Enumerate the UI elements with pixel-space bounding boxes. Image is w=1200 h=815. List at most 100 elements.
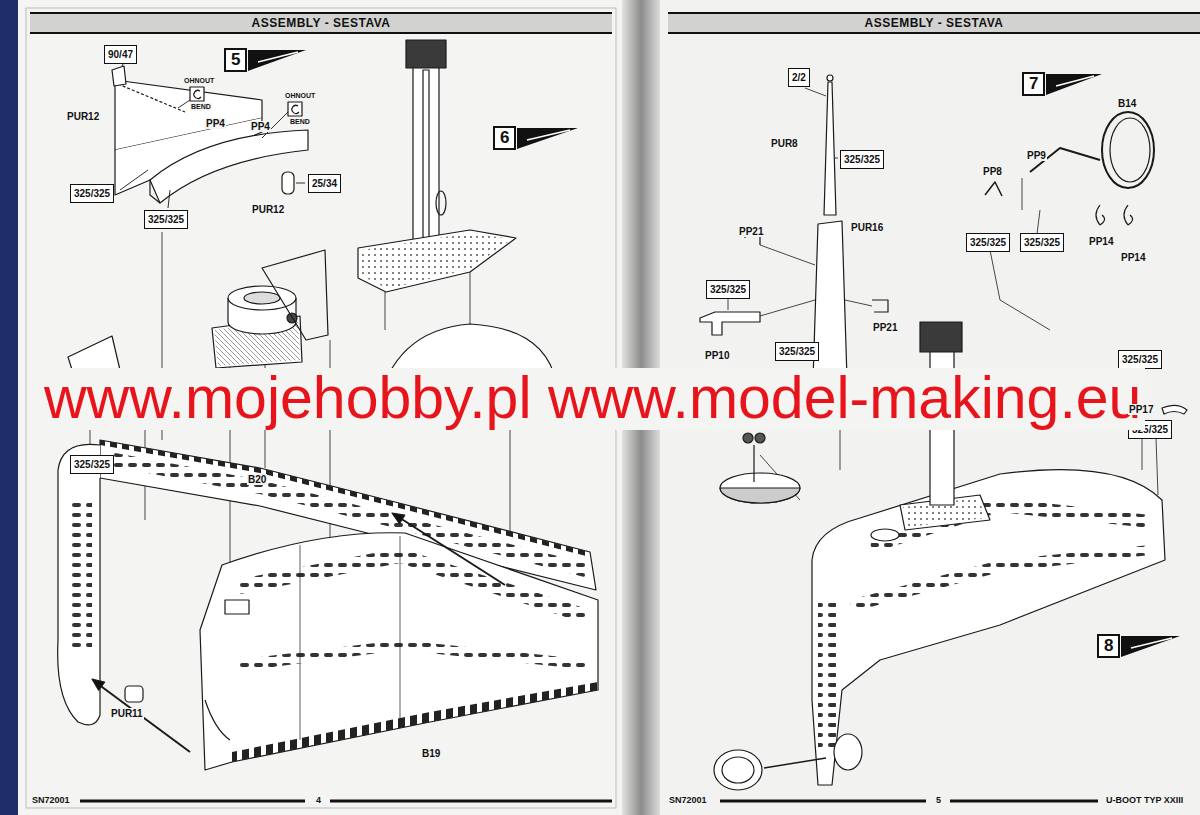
part-label: PP8 <box>982 166 1003 177</box>
hook-part <box>1124 205 1133 225</box>
nose-line <box>205 700 230 740</box>
flag-stripe <box>527 130 570 140</box>
antenna-tip <box>827 75 833 81</box>
hole-row <box>235 640 590 672</box>
arrow-head <box>92 679 105 690</box>
scale-box: 90/47 <box>104 45 137 64</box>
platform <box>720 473 800 503</box>
footer-text: 5 <box>935 796 942 805</box>
leader-line <box>805 88 826 96</box>
ring-part <box>1102 112 1154 188</box>
part-label: PUR8 <box>770 138 799 149</box>
node-text: 325/325 <box>970 237 1006 248</box>
small-part <box>112 66 126 86</box>
leader-line <box>1022 178 1023 210</box>
scale-box: 325/325 <box>144 210 188 229</box>
node-text: 325/325 <box>779 346 815 357</box>
wedge-part <box>150 130 308 203</box>
footer-rule <box>330 800 612 803</box>
step-number: 8 <box>1097 634 1120 658</box>
node-text: 325/325 <box>74 459 110 470</box>
scale-box: 325/325 <box>966 233 1010 252</box>
panel-lines <box>300 536 400 740</box>
node-text: 325/325 <box>710 284 746 295</box>
right-illustration <box>700 75 1187 790</box>
hole-row <box>235 548 590 625</box>
node-text: 325/325 <box>844 154 880 165</box>
bracket-part <box>700 312 760 335</box>
node-text: 90/47 <box>108 49 133 60</box>
staple-part <box>872 300 888 312</box>
scale-box: 325/325 <box>1020 233 1064 252</box>
periscope-head <box>920 322 962 352</box>
hatch <box>871 529 899 541</box>
bend-icon <box>288 102 302 116</box>
bend-note: OHNOUT <box>284 92 316 100</box>
part-label: PP10 <box>704 350 730 361</box>
footer-rule <box>80 800 305 803</box>
step-number: 6 <box>493 126 516 150</box>
part-label: PUR12 <box>66 111 100 122</box>
part-label: PUR16 <box>850 222 884 233</box>
watermark: www.mojehobby.pl www.model-making.eu <box>40 368 1145 430</box>
leader-line <box>990 250 1050 330</box>
platform-shade <box>720 488 800 503</box>
leader-line <box>168 190 170 208</box>
part-label: PP9 <box>1026 150 1047 161</box>
fold-line <box>118 84 185 112</box>
header-band: ASSEMBLY - SESTAVA <box>30 12 612 34</box>
flat-plate <box>262 250 328 340</box>
scale-box: 325/325 <box>70 184 114 203</box>
scale-box: 25/34 <box>308 174 341 193</box>
background-strip <box>0 0 18 815</box>
header-band: ASSEMBLY - SESTAVA <box>668 12 1200 34</box>
periscope-mast <box>413 55 439 250</box>
footer-rule <box>950 800 1098 803</box>
binocular <box>743 433 753 443</box>
part-label: B19 <box>421 748 441 759</box>
part-label: B20 <box>247 474 267 485</box>
scale-box: 325/325 <box>706 280 750 299</box>
node-text: 325/325 <box>1024 237 1060 248</box>
guide-line <box>470 272 471 325</box>
scale-box: 2/2 <box>788 68 810 87</box>
porthole-part <box>714 750 762 790</box>
front-wall <box>200 533 598 770</box>
part-label: PUR11 <box>110 708 144 719</box>
hatch-cover <box>244 292 280 304</box>
part-label: PP4 <box>250 121 271 132</box>
step-number: 5 <box>224 48 247 72</box>
hook-part <box>1096 205 1105 225</box>
flag-stripe <box>1131 638 1172 648</box>
arrow-head <box>392 513 405 524</box>
leader-line <box>760 300 815 316</box>
node-text: 8 <box>1104 636 1113 656</box>
small-part <box>1162 405 1187 414</box>
node-text: 325/325 <box>148 214 184 225</box>
hatch-panel <box>225 600 249 614</box>
bend-icon <box>190 87 204 101</box>
part-label: PP14 <box>1088 236 1114 247</box>
node-text: 6 <box>500 128 509 148</box>
node-text: 325/325 <box>1122 354 1158 365</box>
small-part <box>985 182 1002 196</box>
part-label: PP21 <box>738 226 764 237</box>
step-flag <box>517 128 578 149</box>
leader-line <box>760 245 815 265</box>
hole-row <box>850 545 1150 612</box>
part-label: PUR12 <box>251 204 285 215</box>
antenna <box>824 82 836 215</box>
flag-stripe <box>1056 76 1094 86</box>
binocular <box>755 433 765 443</box>
crenellation <box>232 682 598 762</box>
bend-arrow <box>194 90 201 98</box>
node-text: 325/325 <box>74 188 110 199</box>
node-text: 7 <box>1029 74 1038 94</box>
assembly-arrow <box>400 518 505 585</box>
scale-box: 325/325 <box>775 342 819 361</box>
scale-box: 325/325 <box>1118 350 1162 369</box>
leader-line <box>178 100 190 108</box>
footer-text: SN72001 <box>31 796 71 805</box>
